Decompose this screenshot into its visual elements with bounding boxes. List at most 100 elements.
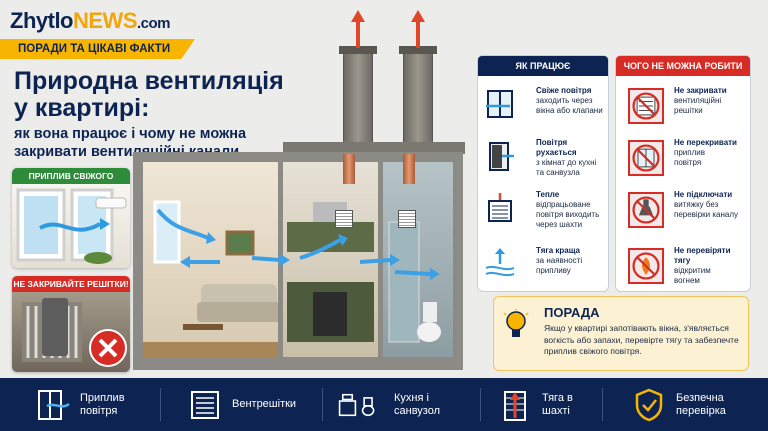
how-item-text: відпрацьоване: [536, 200, 591, 209]
feature-label: перевірка: [676, 404, 726, 417]
feature-label: Тяга в: [542, 391, 573, 404]
dont-item-title: Не підключати: [674, 190, 733, 199]
airflow-icon: [485, 248, 515, 277]
feature-label: санвузол: [394, 404, 441, 417]
logo-domain: .com: [137, 15, 171, 32]
bathroom-illustration-icon: [388, 221, 441, 343]
fresh-air-card-header: ПРИПЛИВ СВІЖОГО ПОВІТРЯ: [12, 168, 130, 197]
title-line-1: Природна вентиляція: [14, 67, 284, 95]
title-line-2: у квартирі:: [14, 94, 150, 122]
kitchen-vent-grille: [335, 210, 353, 228]
dont-item-text: вогнем: [674, 276, 700, 285]
how-item-text: з кімнат до кухні: [536, 158, 597, 167]
how-item-title: Тепле: [536, 190, 560, 199]
dont-item-title: Не закривати: [674, 86, 727, 95]
lightbulb-icon: [503, 309, 529, 337]
how-item-text: вікна або клапани: [536, 106, 603, 115]
divider: [602, 388, 603, 421]
feature-label: Приплив: [80, 391, 125, 404]
feature-label: Безпечна: [676, 391, 724, 404]
feature-label: Кухня і: [394, 391, 429, 404]
kitchen-illustration-icon: [287, 202, 374, 342]
bathroom: [383, 162, 453, 357]
category-badge: ПОРАДИ ТА ЦІКАВІ ФАКТИ: [0, 39, 195, 59]
window-photo: [12, 184, 130, 268]
window-icon: [486, 90, 513, 118]
how-item-text: повітря виходить: [536, 210, 600, 219]
window-airflow-icon: [34, 387, 72, 423]
bathroom-vent-grille: [398, 210, 416, 228]
how-item-text: припливу: [536, 266, 571, 275]
dont-item-text: приплив: [674, 148, 705, 157]
what-not-to-do-header: ЧОГО НЕ МОЖНА РОБИТИ: [616, 56, 750, 76]
roof-slab: [283, 142, 465, 154]
dont-item-text: відкритим: [674, 266, 711, 275]
how-item-title: Свіже повітря: [536, 86, 592, 95]
kitchen-bath-icon: [338, 387, 376, 423]
shield-check-icon: [630, 387, 668, 423]
site-logo[interactable]: ZhytloNEWS.com: [10, 8, 171, 34]
dont-item-text: вентиляційні: [674, 96, 722, 105]
feature-label: шахті: [542, 404, 570, 417]
how-item-text: заходить через: [536, 96, 593, 105]
dont-item-text: перевірки каналу: [674, 210, 739, 219]
ventilation-shaft-right: [403, 46, 433, 156]
shaft-cap-right: [399, 46, 437, 54]
duct-right: [403, 154, 415, 184]
kitchen: [283, 162, 378, 357]
how-it-works-header: ЯК ПРАЦЮЄ: [478, 56, 608, 76]
dont-item-title: Не перевіряти тягу: [674, 246, 731, 265]
towel-on-radiator-icon: [22, 298, 127, 367]
how-item-text: через шахти: [536, 220, 583, 229]
divider: [322, 388, 323, 421]
how-item-text: та санвузла: [536, 168, 580, 177]
dont-item-text: витяжку без: [674, 200, 719, 209]
divider: [480, 388, 481, 421]
window-illustration-icon: [16, 188, 127, 264]
do-not-close-card: НЕ ЗАКРИВАЙТЕ РЕШІТКИ!: [12, 276, 130, 372]
living-room-illustration-icon: [143, 200, 281, 357]
tip-title: ПОРАДА: [544, 305, 600, 320]
vent-grille-icon: [488, 193, 512, 222]
how-item-title: Повітря рухається: [536, 138, 577, 157]
fresh-air-card: ПРИПЛИВ СВІЖОГО ПОВІТРЯ: [12, 168, 130, 268]
tip-text: Якщо у квартирі запотівають вікна, з'явл…: [544, 323, 739, 356]
feature-grilles: Вентрешітки: [186, 378, 296, 431]
feature-label: Вентрешітки: [232, 398, 297, 410]
dont-item-text: решітки: [674, 106, 703, 115]
how-item-title: Тяга краща: [536, 246, 580, 255]
shaft-draft-icon: [496, 387, 534, 423]
door-icon: [489, 142, 514, 171]
page-title: Природна вентиляція у квартирі:: [14, 68, 334, 122]
exhaust-arrows-icon: [351, 10, 425, 48]
no-window-icon: [628, 140, 664, 176]
divider: [160, 388, 161, 421]
dont-item-title: Не перекривати: [674, 138, 737, 147]
logo-accent: NEWS: [73, 8, 138, 33]
do-not-close-card-header: НЕ ЗАКРИВАЙТЕ РЕШІТКИ!: [12, 276, 130, 292]
no-hood-icon: [628, 192, 664, 228]
grille-icon: [186, 387, 224, 423]
duct-left: [343, 154, 355, 184]
airflow-arrows-icon: [156, 208, 440, 280]
no-grille-icon: [628, 88, 664, 124]
no-fire-icon: [628, 248, 664, 284]
shaft-cap-left: [339, 46, 377, 54]
how-item-text: за наявності: [536, 256, 583, 265]
covered-grille-photo: [12, 292, 130, 372]
feature-label: повітря: [80, 404, 118, 417]
ventilation-shaft-left: [343, 46, 373, 156]
